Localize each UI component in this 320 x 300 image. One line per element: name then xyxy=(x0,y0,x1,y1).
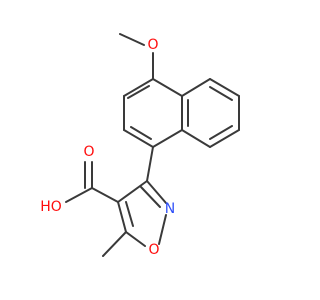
atom-carbonyl-oxygen: O xyxy=(83,144,94,160)
bond-isox-methyl xyxy=(102,231,127,257)
bond-isox-c5-c4-double xyxy=(125,201,134,227)
bond-naph-isoxazole xyxy=(146,146,154,182)
bond-isox-n-o xyxy=(158,214,167,245)
atom-ring-nitrogen: N xyxy=(165,201,175,217)
bond-naph-c8-c8a xyxy=(181,129,211,148)
bond-naph-c2-c1 xyxy=(123,129,154,148)
structure-canvas: O O HO N O xyxy=(40,33,240,258)
bond-naph-c7-c8-double xyxy=(209,125,233,140)
bond-naph-c1-c8a xyxy=(152,129,183,148)
bond-acid-c4-carbon xyxy=(91,187,119,203)
atom-methoxy-oxygen: O xyxy=(147,37,158,53)
bond-isox-c3-n-double xyxy=(140,186,161,208)
bond-methoxy-methyl xyxy=(119,33,145,46)
atom-hydroxyl-group: HO xyxy=(40,199,62,215)
bond-isox-c4-c3 xyxy=(117,180,148,203)
bond-naph-c4-c3-double xyxy=(127,85,150,99)
atom-ring-oxygen: O xyxy=(148,242,159,258)
bond-naph-c4a-c4 xyxy=(152,78,183,97)
bond-naph-c7-c8 xyxy=(209,129,240,148)
bond-naph-c5-c6 xyxy=(209,78,240,97)
bond-naph-c5-c6-double xyxy=(209,86,233,101)
bond-acid-hydroxyl xyxy=(65,187,93,203)
bond-isox-c3-n xyxy=(146,180,167,204)
bond-isox-c5-c4 xyxy=(117,201,127,233)
bond-isox-o-c5 xyxy=(125,231,146,247)
bond-naph-c4a-c5 xyxy=(181,78,211,97)
bond-naph-c4-c3 xyxy=(123,78,154,97)
bond-naph-c2-c1-double xyxy=(130,126,152,140)
molecule-diagram: O O HO N O xyxy=(40,33,240,258)
